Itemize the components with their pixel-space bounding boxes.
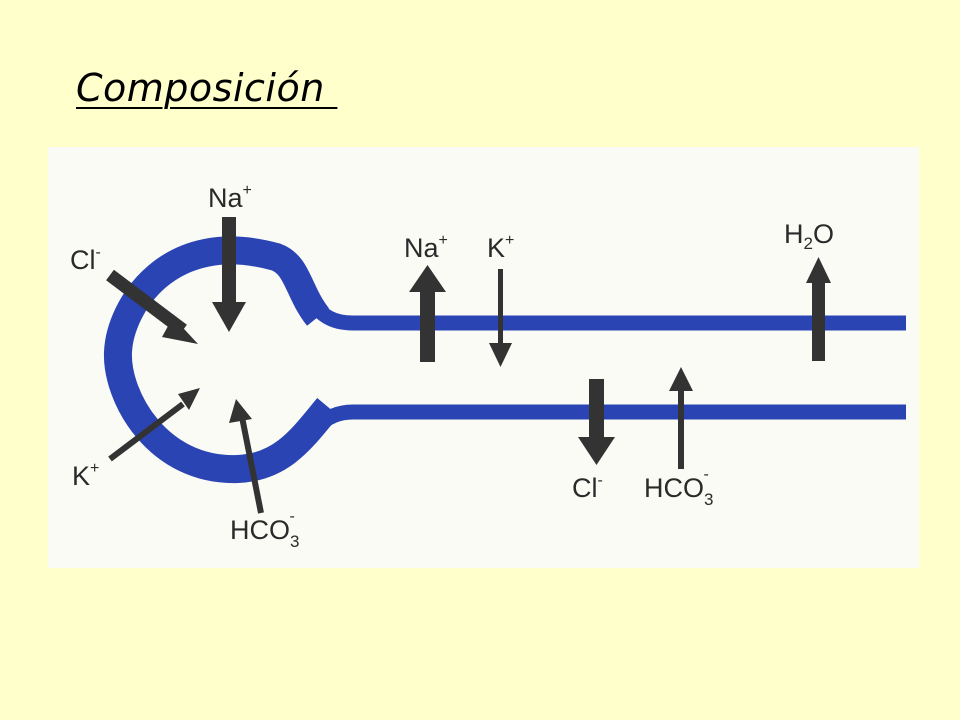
- label-cl-bottom: Cl-: [572, 472, 603, 503]
- cl-left-arrow: [106, 269, 198, 344]
- k-left-arrow: [108, 388, 200, 462]
- tubule-diagram: Na+ Cl- K+ HCO3- Na+ K+ H2O Cl- HCO3-: [48, 147, 919, 568]
- label-na-mid: Na+: [404, 232, 448, 263]
- arrows: [106, 217, 831, 514]
- na-mid-arrow: [409, 265, 446, 362]
- hco3-bottom-arrow: [669, 367, 693, 469]
- tubule: [103, 236, 906, 484]
- label-hco3-left: HCO3-: [230, 508, 299, 551]
- hco3-left-arrow: [229, 399, 264, 514]
- h2o-arrow: [806, 257, 831, 361]
- na-top-arrow: [212, 217, 246, 332]
- tubule-lower-wall: [311, 404, 906, 433]
- label-cl-left: Cl-: [70, 244, 101, 275]
- label-h2o: H2O: [784, 219, 834, 253]
- slide-title: Composición: [76, 66, 338, 110]
- k-mid-arrow: [489, 269, 512, 367]
- cl-bottom-arrow: [578, 379, 615, 465]
- label-k-left: K+: [72, 460, 99, 491]
- label-na-top: Na+: [208, 182, 252, 213]
- label-hco3-bottom: HCO3-: [644, 466, 713, 509]
- label-k-mid: K+: [487, 232, 514, 263]
- tubule-bulb: [103, 236, 339, 484]
- tubule-upper-wall: [300, 292, 906, 331]
- tubule-diagram-svg: Na+ Cl- K+ HCO3- Na+ K+ H2O Cl- HCO3-: [70, 182, 906, 551]
